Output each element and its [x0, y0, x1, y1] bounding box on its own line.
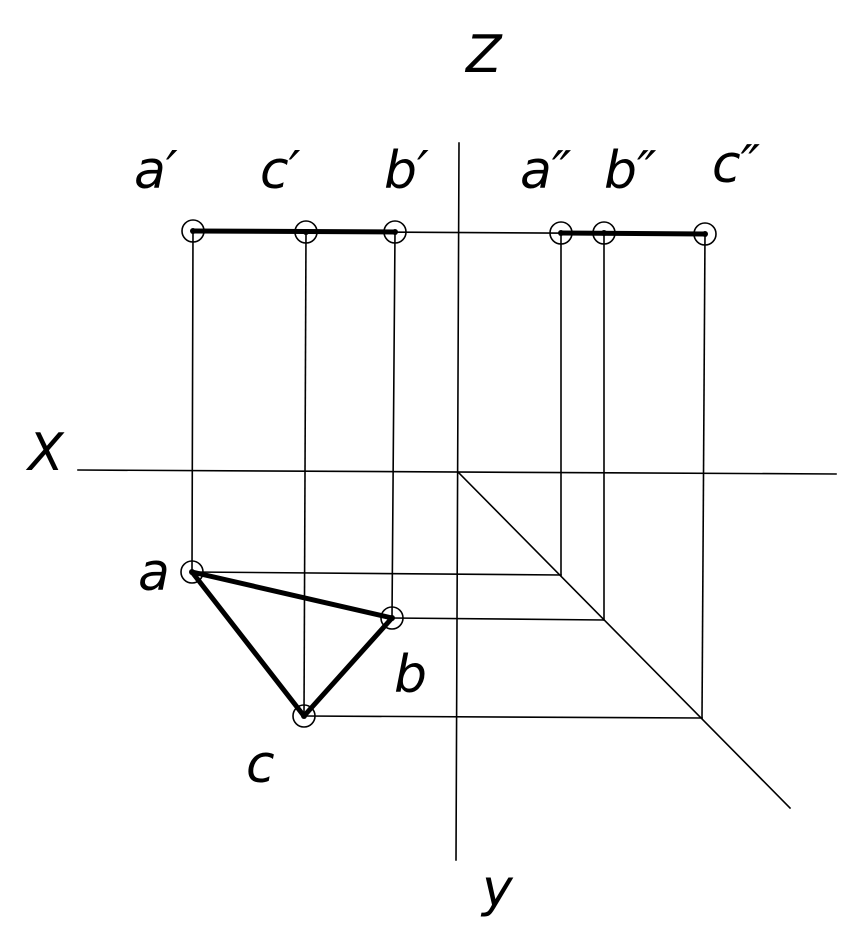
label-a-front: a′	[134, 141, 178, 201]
point-b-front	[383, 220, 407, 244]
side-view-segment	[558, 230, 708, 237]
point-a-top	[180, 560, 204, 584]
point-b-top	[380, 606, 404, 630]
link-c-vertical	[303, 231, 307, 717]
label-a-side: a″	[520, 141, 572, 201]
point-c-front	[294, 220, 318, 244]
label-b-side: b″	[604, 141, 657, 201]
point-a-side	[549, 221, 573, 245]
top-view-triangle	[189, 569, 395, 719]
link-a-horizontal	[191, 571, 562, 576]
link-b-vertical	[391, 231, 396, 619]
link-c-side	[701, 233, 706, 719]
link-c-horizontal	[303, 715, 703, 719]
front-view-segment	[190, 228, 398, 235]
point-c-side	[693, 222, 717, 246]
diagonal-45-line	[456, 470, 792, 810]
label-a-top: a	[138, 543, 170, 603]
link-b-horizontal	[391, 617, 605, 621]
point-c-top	[292, 704, 316, 728]
z-y-axis	[455, 142, 460, 861]
label-c-side: c″	[712, 135, 761, 195]
link-a-vertical	[191, 230, 194, 573]
point-b-side	[592, 221, 616, 245]
y-axis-label: y	[480, 859, 514, 919]
label-c-front: c′	[260, 141, 301, 201]
point-a-front	[181, 219, 205, 243]
label-c-top: c	[246, 735, 275, 795]
x-axis-label: X	[25, 423, 65, 483]
label-b-front: b′	[384, 141, 429, 201]
label-b-top: b	[394, 645, 427, 705]
z-axis-label: Z	[464, 25, 503, 85]
